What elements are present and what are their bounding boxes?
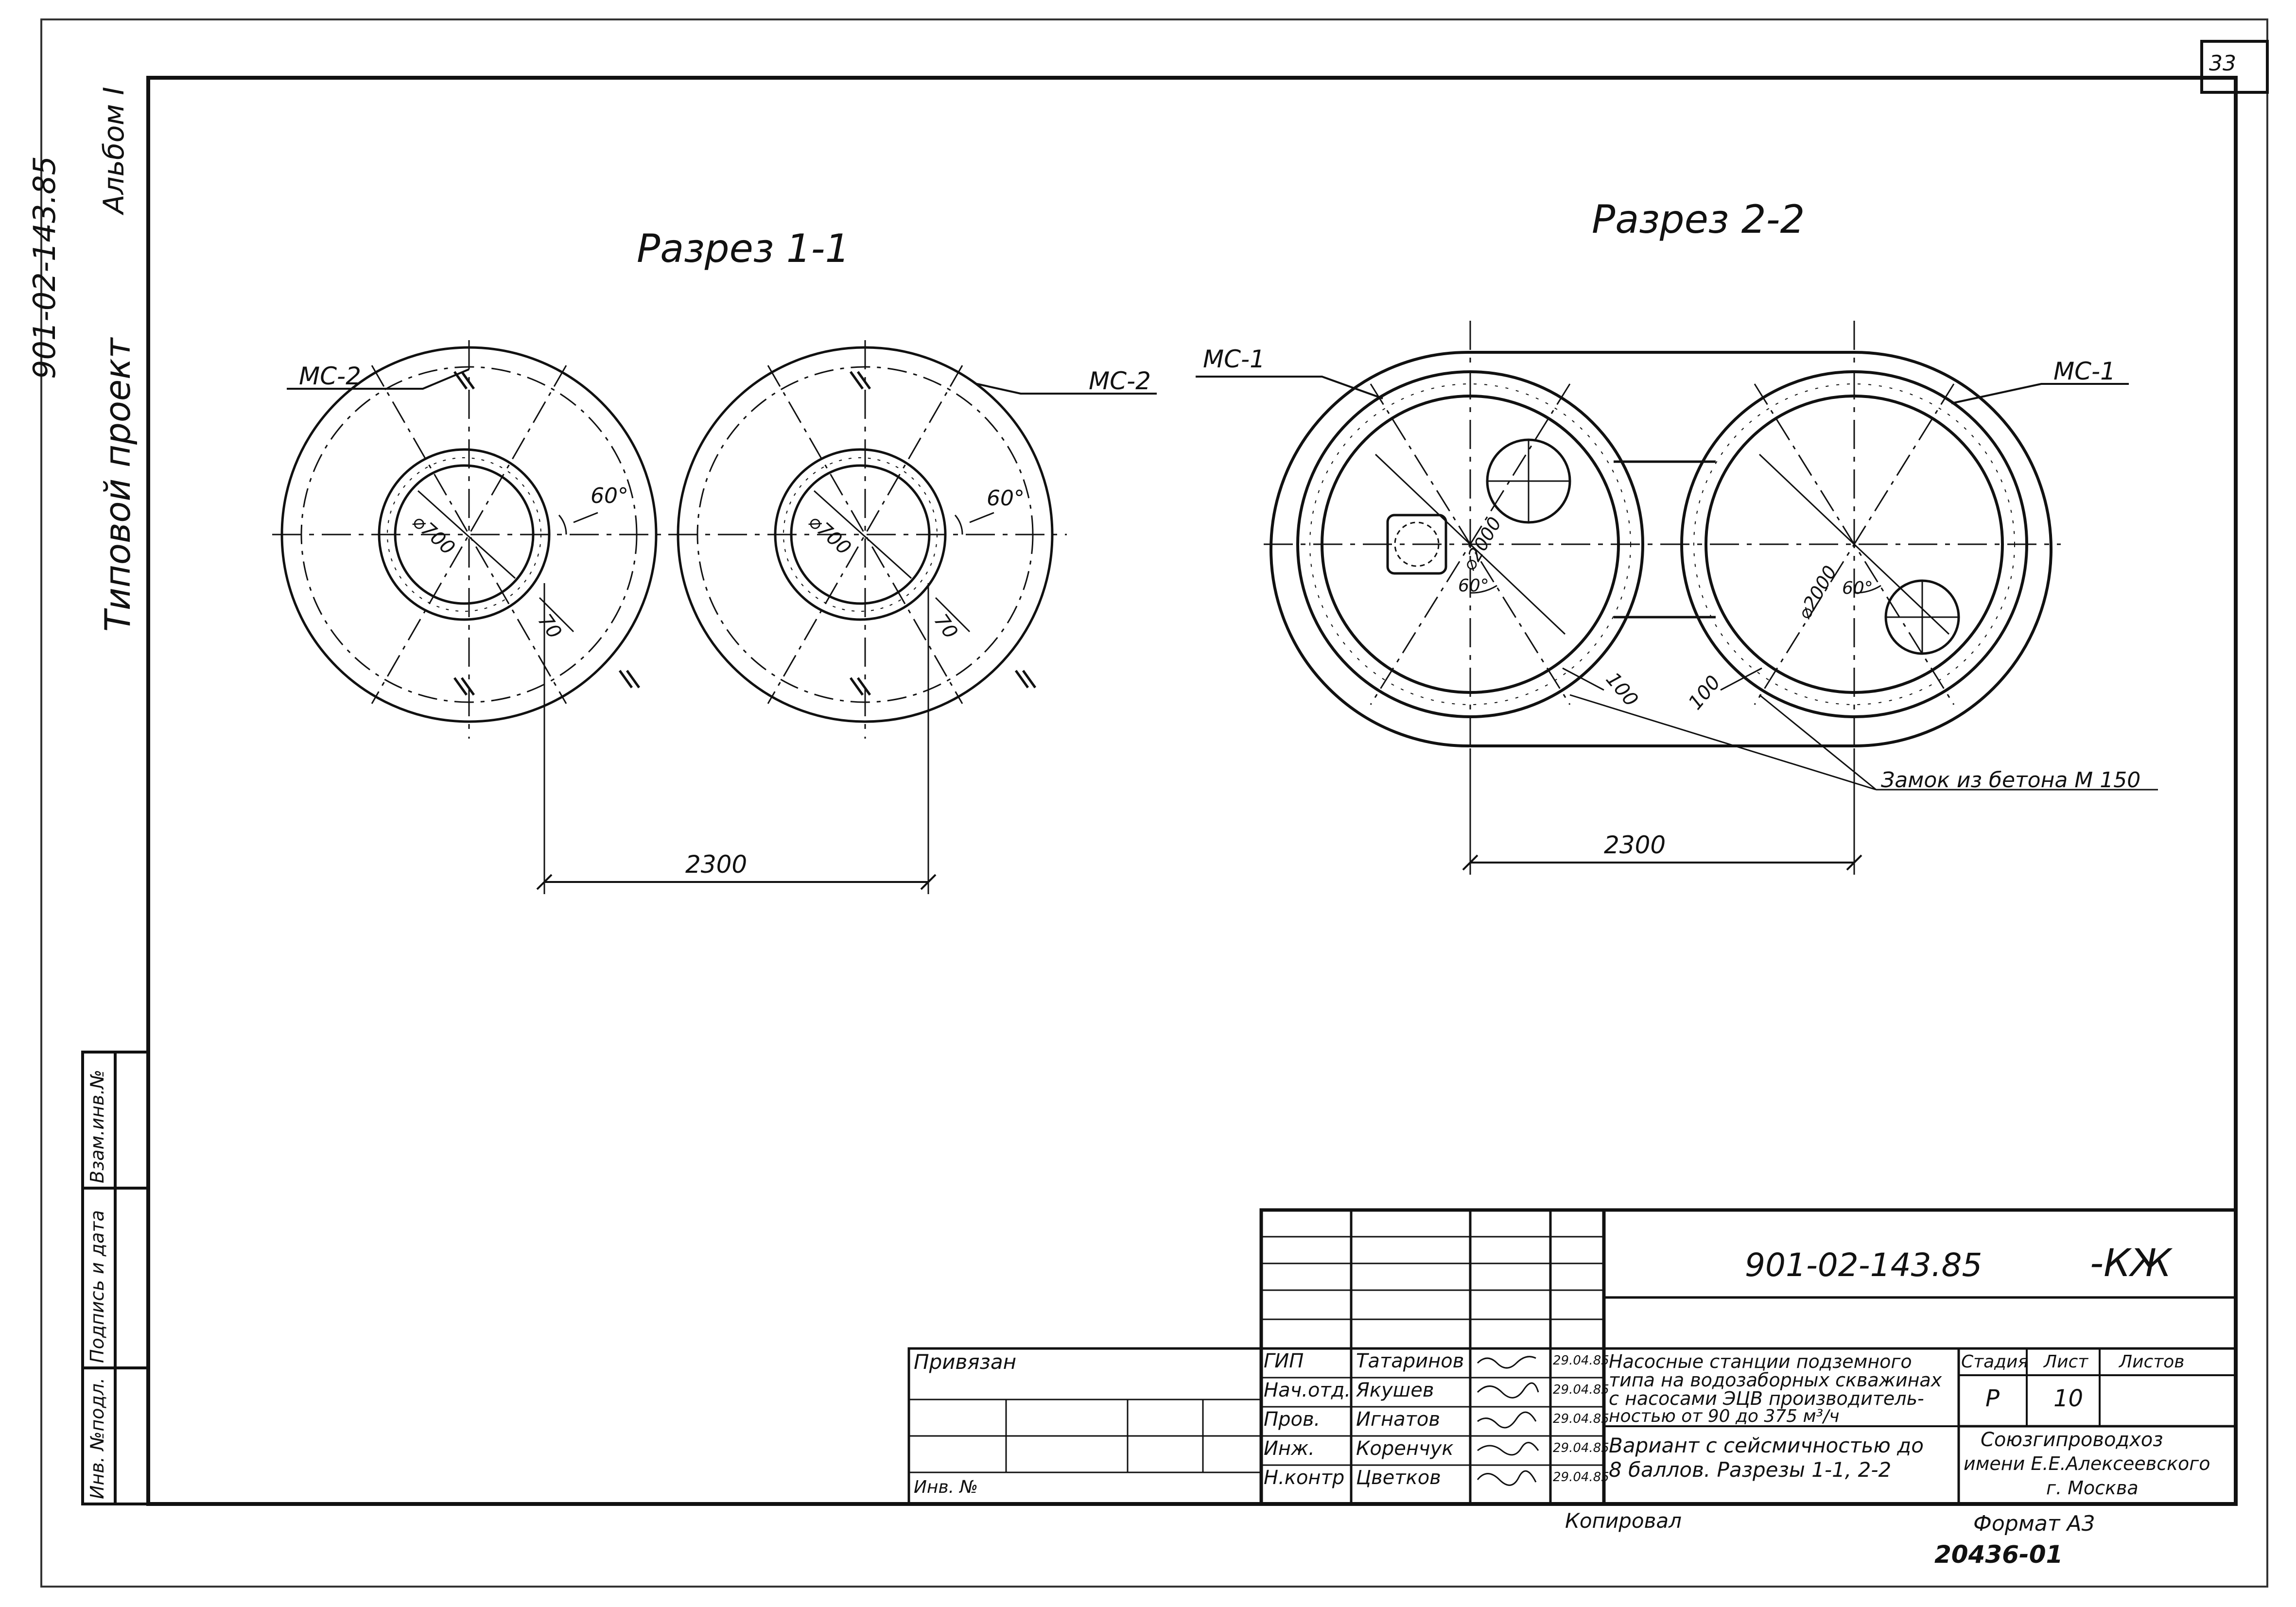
stamp-vzam-inv: Взам.инв.№ [87,1070,108,1183]
section-2-angle-left: 60° [1458,576,1489,596]
archive-number: 20436-01 [1934,1540,2063,1569]
date-4: 29.04.85 [1553,1470,1609,1485]
format-label: Формат А3 [1973,1511,2095,1536]
date-0: 29.04.85 [1553,1353,1609,1368]
name-3: Коренчук [1356,1437,1454,1460]
role-4: Н.контр [1264,1467,1345,1489]
stamp-podpis-data: Подпись и дата [87,1210,108,1363]
role-0: ГИП [1264,1350,1304,1372]
stage-value: Р [1985,1385,2000,1412]
role-1: Нач.отд. [1264,1379,1351,1401]
sheet-header: Лист [2044,1352,2088,1372]
variant-line-0: Вариант с сейсмичностью до [1609,1434,1924,1457]
name-0: Татаринов [1356,1350,1464,1372]
org-line-2: г. Москва [2046,1477,2139,1499]
description-line-3: ностью от 90 до 375 м³/ч [1609,1406,1840,1426]
name-1: Якушев [1356,1379,1434,1401]
sheet-number: 33 [2209,51,2236,76]
sheet-value: 10 [2053,1385,2084,1412]
side-album: Альбом I [97,86,130,214]
doc-suffix: -КЖ [2090,1242,2172,1285]
variant-line-1: 8 баллов. Разрезы 1-1, 2-2 [1609,1458,1892,1482]
section-2-angle-right: 60° [1842,578,1873,598]
signature-scribbles [1477,1356,1539,1486]
side-project-code: 901-02-143.85 [27,156,62,379]
date-1: 29.04.85 [1553,1382,1609,1397]
role-3: Инж. [1264,1437,1315,1460]
doc-code: 901-02-143.85 [1745,1246,1983,1284]
section-1-title: Разрез 1-1 [637,226,850,271]
section-1-angle-right: 60° [987,486,1025,511]
section-1-left-mark: МС-2 [299,362,361,390]
sheets-header: Листов [2119,1352,2185,1372]
date-2: 29.04.85 [1553,1412,1609,1426]
side-type-label: Типовой проект [97,338,138,632]
title-block-grid [907,1208,2238,1506]
org-line-1: имени Е.Е.Алексеевского [1964,1453,2210,1474]
section-2-spacing: 2300 [1604,831,1666,859]
section-2-drawing [1196,321,2158,875]
sheet-number-box [2200,40,2269,94]
privyazan-label: Привязан [914,1350,1017,1374]
section-2-title: Разрез 2-2 [1592,197,1805,242]
description-line-2: с насосами ЭЦВ производитель- [1609,1388,1924,1409]
inv-no-label: Инв. № [914,1477,978,1497]
section-1-right-mark: МС-2 [1089,367,1151,395]
name-2: Игнатов [1356,1408,1440,1431]
org-line-0: Союзгипроводхоз [1981,1429,2163,1451]
outer-trim [40,18,2268,1588]
stage-header: Стадия [1961,1352,2029,1372]
description-line-1: типа на водозаборных скважинах [1609,1369,1942,1391]
description-line-0: Насосные станции подземного [1609,1351,1912,1372]
left-stamp-strip [81,1051,150,1505]
section-2-right-mark: МС-1 [2053,357,2116,385]
date-3: 29.04.85 [1553,1441,1609,1455]
section-1-angle-left: 60° [591,484,628,508]
section-1-drawing [272,340,1157,894]
role-2: Пров. [1264,1408,1321,1431]
section-2-lock-note: Замок из бетона М 150 [1881,768,2141,793]
name-4: Цветков [1356,1467,1441,1489]
section-1-spacing: 2300 [685,850,748,879]
stamp-inv-podl: Инв. №подл. [87,1377,108,1499]
copied-label: Копировал [1565,1509,1682,1533]
section-2-left-mark: МС-1 [1203,345,1265,373]
